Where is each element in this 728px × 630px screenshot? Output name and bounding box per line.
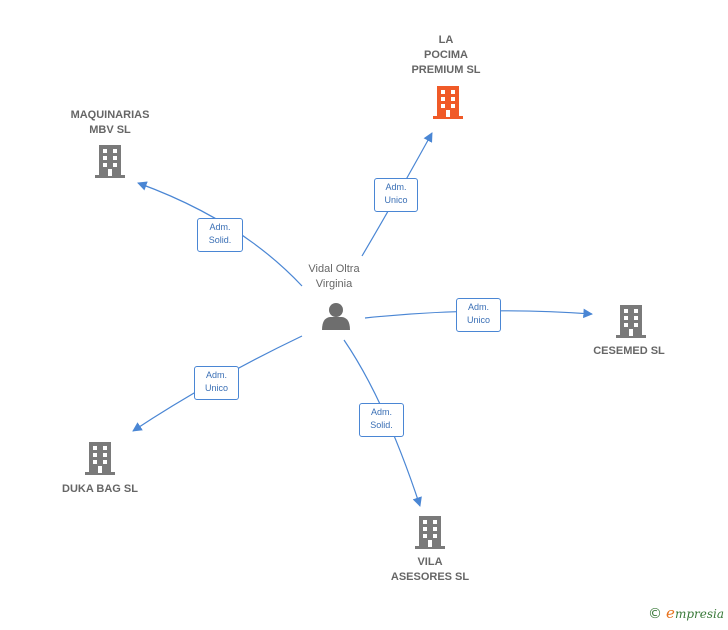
- company-label-maquinarias[interactable]: MAQUINARIAS MBV SL: [70, 109, 150, 136]
- brand-initial: e: [666, 604, 675, 622]
- edge-label-maquinarias: Adm. Solid.: [197, 218, 243, 252]
- edge-label-duka-bag: Adm. Unico: [194, 366, 239, 400]
- edge-label-cesemed: Adm. Unico: [456, 298, 501, 332]
- building-icon: [415, 516, 445, 549]
- building-icon: [616, 305, 646, 338]
- building-icon: [85, 442, 115, 475]
- company-label-la-pocima[interactable]: LA POCIMA PREMIUM SL: [411, 34, 481, 76]
- center-person-label[interactable]: Vidal Oltra Virginia: [308, 263, 360, 290]
- building-icon: [95, 145, 125, 178]
- building-icon: [433, 86, 463, 119]
- copyright-icon: ©: [648, 606, 663, 622]
- edge-label-la-pocima: Adm. Unico: [374, 178, 418, 212]
- company-label-duka-bag[interactable]: DUKA BAG SL: [62, 483, 138, 495]
- person-icon: [322, 303, 350, 330]
- brand-name: mpresia: [674, 607, 724, 621]
- brand-watermark: ©empresia: [648, 604, 724, 622]
- edge-label-vila: Adm. Solid.: [359, 403, 404, 437]
- company-label-cesemed[interactable]: CESEMED SL: [593, 345, 665, 357]
- company-label-vila[interactable]: VILA ASESORES SL: [390, 556, 470, 583]
